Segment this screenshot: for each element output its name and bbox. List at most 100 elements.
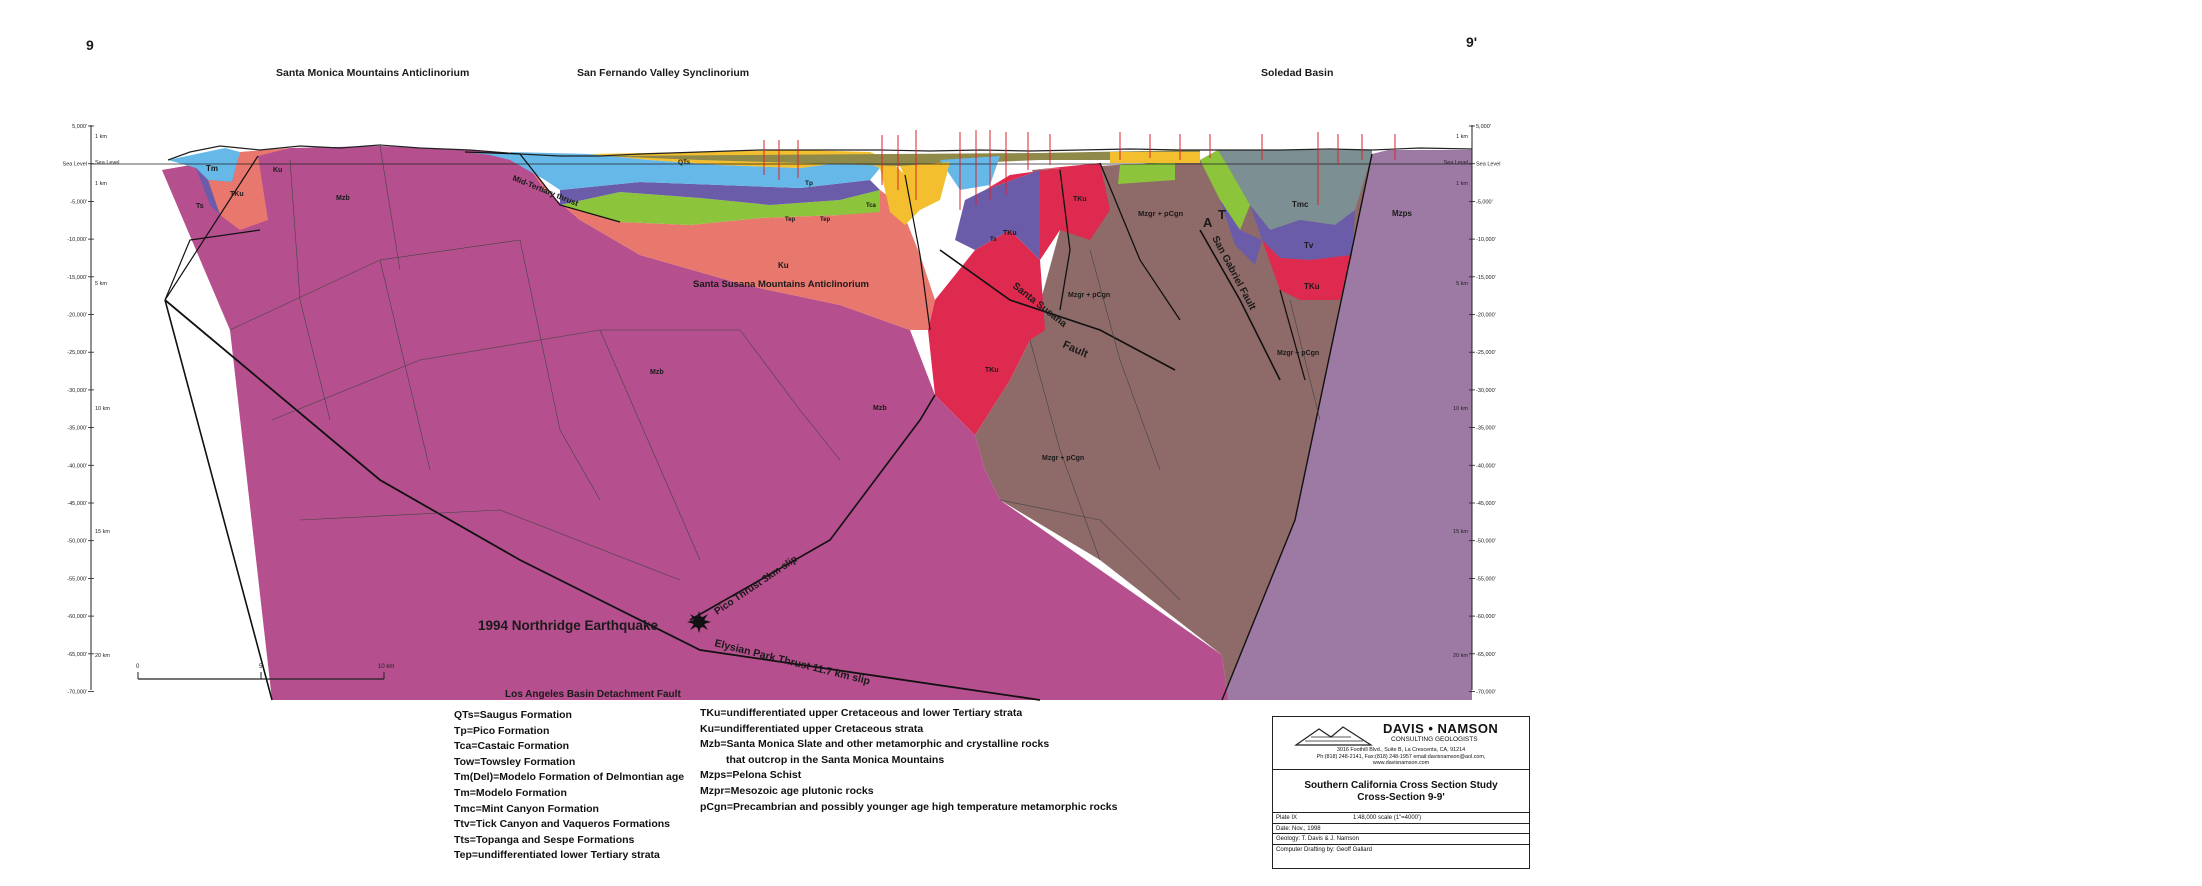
label-mzb-3: Mzb <box>873 405 887 412</box>
mountain-logo-icon <box>1294 726 1374 746</box>
label-northridge: 1994 Northridge Earthquake <box>478 618 659 633</box>
unit-tku-west <box>208 156 268 230</box>
san-gabriel-fault <box>1199 229 1281 381</box>
legend-item: TKu=undifferentiated upper Cretaceous an… <box>700 707 1023 719</box>
label-qts: QTs <box>678 159 691 166</box>
unit-tm-east <box>940 156 1000 190</box>
map-scale: 1:48,000 scale (1"=4000') <box>1353 815 1422 821</box>
unit-qts <box>600 153 1040 166</box>
depth-tick-label: -65,000' <box>1476 652 1496 658</box>
scale-0: 0 <box>136 664 140 670</box>
boundary-fault <box>1221 153 1373 701</box>
label-tku-soledad: TKu <box>1304 282 1320 291</box>
phone-line: Ph:(818) 248-2141, Fax:(818) 248-1957 em… <box>1316 753 1486 760</box>
legend-column-2: TKu=undifferentiated upper Cretaceous an… <box>700 706 1117 815</box>
santa-susana-fault <box>939 249 1176 371</box>
scale-bar: 0 5 10 km <box>136 664 394 680</box>
depth-tick-label: -60,000' <box>67 614 87 620</box>
depth-tick-label: -35,000' <box>1476 426 1496 432</box>
unit-ts-santa-susana <box>955 170 1040 260</box>
label-tv: Tv <box>1304 241 1314 250</box>
legend-item: Tow=Towsley Formation <box>454 755 576 768</box>
east-fault-3 <box>1279 289 1306 381</box>
region-san-fernando: San Fernando Valley Synclinorium <box>577 67 749 79</box>
date-row: Date: Nov., 1998 <box>1273 824 1529 834</box>
label-tep-1: Tep <box>785 217 796 223</box>
label-mzgr-4: Mzgr + pCgn <box>1042 455 1084 462</box>
depth-tick-label: -20,000' <box>67 313 87 319</box>
legend-item: Tm=Modelo Formation <box>454 786 567 799</box>
km-label: 15 km <box>1453 529 1468 535</box>
scale-10km: 10 km <box>378 664 394 670</box>
unit-ku <box>520 154 935 330</box>
unit-tp-east <box>1110 152 1200 163</box>
label-tku-graben: TKu <box>985 367 999 374</box>
label-tca: Tca <box>866 203 877 209</box>
legend-item: Ttv=Tick Canyon and Vaqueros Formations <box>454 818 670 831</box>
label-mzgr-3: Mzgr + pCgn <box>1277 350 1319 357</box>
km-label: 10 km <box>1453 406 1468 412</box>
label-tku-east: TKu <box>1073 196 1087 203</box>
web-line: www.davisnamson.com <box>1372 760 1430 766</box>
unit-tku-soledad <box>1262 240 1352 300</box>
depth-tick-label: -15,000' <box>67 275 87 281</box>
label-ts-mid: Ts <box>990 237 997 243</box>
legend-item: Tmc=Mint Canyon Formation <box>454 802 599 815</box>
label-tm: Tm <box>206 164 218 173</box>
km-label: 5 km <box>95 281 107 287</box>
label-tku-mid: TKu <box>1003 230 1017 237</box>
firm-header: DAVIS • NAMSON CONSULTING GEOLOGISTS 301… <box>1273 717 1529 770</box>
label-mzb-2: Mzb <box>650 369 664 376</box>
km-label: 20 km <box>95 653 110 659</box>
unit-tep-soledad <box>1200 150 1250 230</box>
firm-address: 3016 Foothill Blvd., Suite B, La Crescen… <box>1273 747 1529 767</box>
legend-item: Mzpr=Mesozoic age plutonic rocks <box>700 784 874 797</box>
label-santa-susana-anticlinorium: Santa Susana Mountains Anticlinorium <box>693 279 869 290</box>
km-label: 15 km <box>95 529 110 535</box>
legend-item: Tp=Pico Formation <box>454 724 550 737</box>
faults <box>164 151 1373 701</box>
legend-item: Tca=Castaic Formation <box>454 740 570 753</box>
depth-tick-label: -40,000' <box>67 463 87 469</box>
depth-tick-label: -25,000' <box>67 350 87 356</box>
unit-ts-west <box>196 168 220 215</box>
unit-tku-mid <box>985 168 1060 260</box>
unit-tep-east <box>1118 162 1175 184</box>
depth-tick-label: -15,000' <box>1476 275 1496 281</box>
km-label: Sea Level <box>1444 160 1468 166</box>
unit-tmc <box>1218 150 1372 230</box>
geologic-units <box>162 146 1472 700</box>
unit-ts-soledad <box>1220 200 1262 265</box>
drafting-row: Computer Drafting by: Geoff Gallard <box>1276 846 1372 853</box>
firm-subtitle: CONSULTING GEOLOGISTS <box>1391 736 1478 743</box>
unit-tm-west <box>168 148 240 182</box>
well-markers <box>763 130 1396 210</box>
plate-row: Plate IX 1:48,000 scale (1"=4000') <box>1273 813 1529 824</box>
label-ku-west: Ku <box>273 167 282 174</box>
label-tp: Tp <box>805 180 813 187</box>
depth-tick-label: -65,000' <box>67 652 87 658</box>
depth-tick-label: -55,000' <box>1476 576 1496 582</box>
depth-tick-label: -45,000' <box>1476 501 1496 507</box>
km-label: 1 km <box>1456 181 1468 187</box>
km-label: 1 km <box>1456 134 1468 140</box>
km-label: 1 km <box>95 134 107 140</box>
left-depth-axis: 5,000'Sea Level-5,000'-10,000'-15,000'-2… <box>63 124 120 696</box>
label-tmc: Tmc <box>1292 200 1309 209</box>
west-edge <box>164 229 261 301</box>
depth-tick-label: -10,000' <box>1476 237 1496 243</box>
depth-tick-label: Sea Level <box>1476 162 1500 168</box>
label-detachment: Los Angeles Basin Detachment Fault <box>505 689 681 700</box>
depth-tick-label: -30,000' <box>1476 388 1496 394</box>
depth-tick-label: -25,000' <box>1476 350 1496 356</box>
project-title: Southern California Cross Section Study … <box>1273 770 1529 813</box>
depth-tick-label: -50,000' <box>67 539 87 545</box>
depth-tick-label: -5,000' <box>1476 199 1493 205</box>
unit-tku-east <box>1032 163 1110 240</box>
section-name: Cross-Section 9-9' <box>1357 792 1445 803</box>
legend-column-1: QTs=Saugus Formation Tp=Pico Formation T… <box>454 708 684 864</box>
earthquake-star-icon <box>687 611 711 633</box>
legend-item: pCgn=Precambrian and possibly younger ag… <box>700 800 1118 813</box>
depth-tick-label: 5,000' <box>1476 124 1491 130</box>
